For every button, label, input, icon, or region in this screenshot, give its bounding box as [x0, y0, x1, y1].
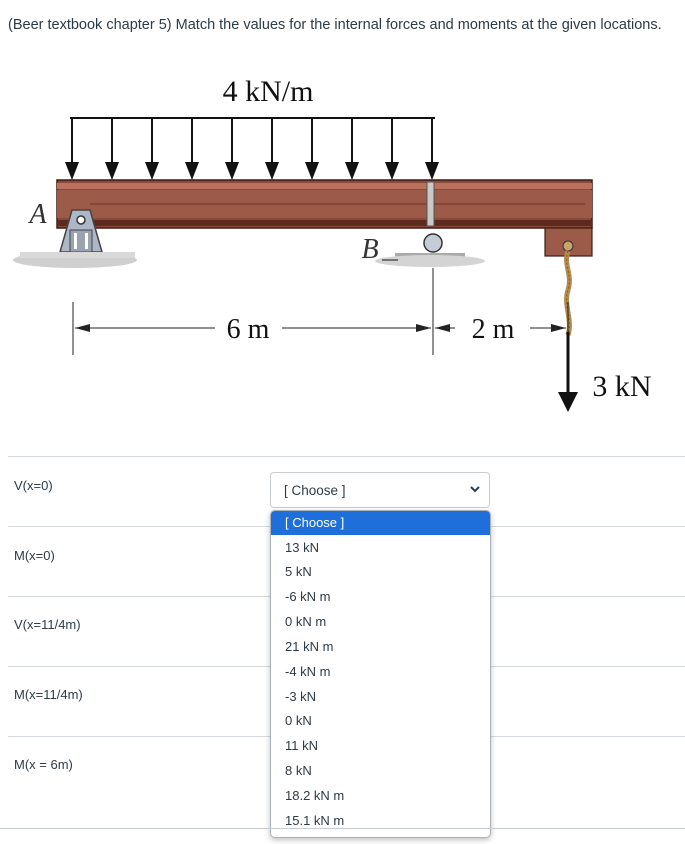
- load-arrow-head: [65, 162, 79, 180]
- load-arrow-head: [345, 162, 359, 180]
- row-divider: [8, 456, 685, 457]
- load-arrow-head: [105, 162, 119, 180]
- dropdown-option[interactable]: 0 kN: [285, 713, 312, 728]
- answer-dropdown[interactable]: [ Choose ] 13 kN 5 kN -6 kN m 0 kN m 21 kN m -…: [270, 510, 491, 838]
- dropdown-option[interactable]: -6 kN m: [285, 589, 331, 604]
- row-label-m-x0: M(x=0): [14, 548, 55, 563]
- support-a: [13, 209, 137, 268]
- dropdown-option[interactable]: 8 kN: [285, 763, 312, 778]
- row-label-m-x6: M(x = 6m): [14, 757, 73, 772]
- support-b: [375, 233, 485, 267]
- dropdown-option[interactable]: 0 kN m: [285, 614, 327, 629]
- load-label: 4 kN/m: [223, 75, 314, 108]
- dropdown-option[interactable]: 15.1 kN m: [285, 813, 345, 828]
- load-arrow-head: [425, 162, 439, 180]
- row-label-v-x11-4: V(x=11/4m): [14, 617, 81, 632]
- answer-select-value: [ Choose ]: [284, 483, 346, 498]
- dropdown-option[interactable]: 11 kN: [285, 738, 318, 753]
- answer-select[interactable]: [ Choose ]: [270, 472, 490, 508]
- beam-splice: [426, 181, 435, 227]
- row-label-v-x0: V(x=0): [14, 478, 53, 493]
- chevron-down-icon: [470, 486, 480, 493]
- load-arrow-head: [305, 162, 319, 180]
- dropdown-option[interactable]: 13 kN: [285, 540, 319, 555]
- dropdown-option[interactable]: -3 kN: [285, 689, 317, 704]
- dropdown-option[interactable]: [ Choose ]: [271, 511, 490, 535]
- beam-diagram: 4 kN/m A B 3 kN 6 m 2 m: [13, 75, 652, 412]
- load-arrow-head: [265, 162, 279, 180]
- load-arrow-head: [145, 162, 159, 180]
- dropdown-option[interactable]: 5 kN: [285, 564, 312, 579]
- load-arrow-head: [385, 162, 399, 180]
- dropdown-option[interactable]: -4 kN m: [285, 664, 331, 679]
- load-arrows: [65, 118, 439, 180]
- dropdown-option[interactable]: 18.2 kN m: [285, 788, 345, 803]
- load-arrow-head: [185, 162, 199, 180]
- row-label-m-x11-4: M(x=11/4m): [14, 687, 83, 702]
- dimension-label-2: 2 m: [472, 314, 515, 345]
- force-label: 3 kN: [592, 370, 651, 403]
- load-arrow-head: [225, 162, 239, 180]
- dropdown-option[interactable]: 21 kN m: [285, 639, 334, 654]
- bottom-divider: [0, 828, 685, 829]
- support-a-label: A: [27, 199, 47, 230]
- support-b-label: B: [361, 234, 378, 265]
- dimension-label-1: 6 m: [227, 314, 270, 345]
- question-text: (Beer textbook chapter 5) Match the valu…: [8, 17, 662, 33]
- cable: [564, 250, 572, 336]
